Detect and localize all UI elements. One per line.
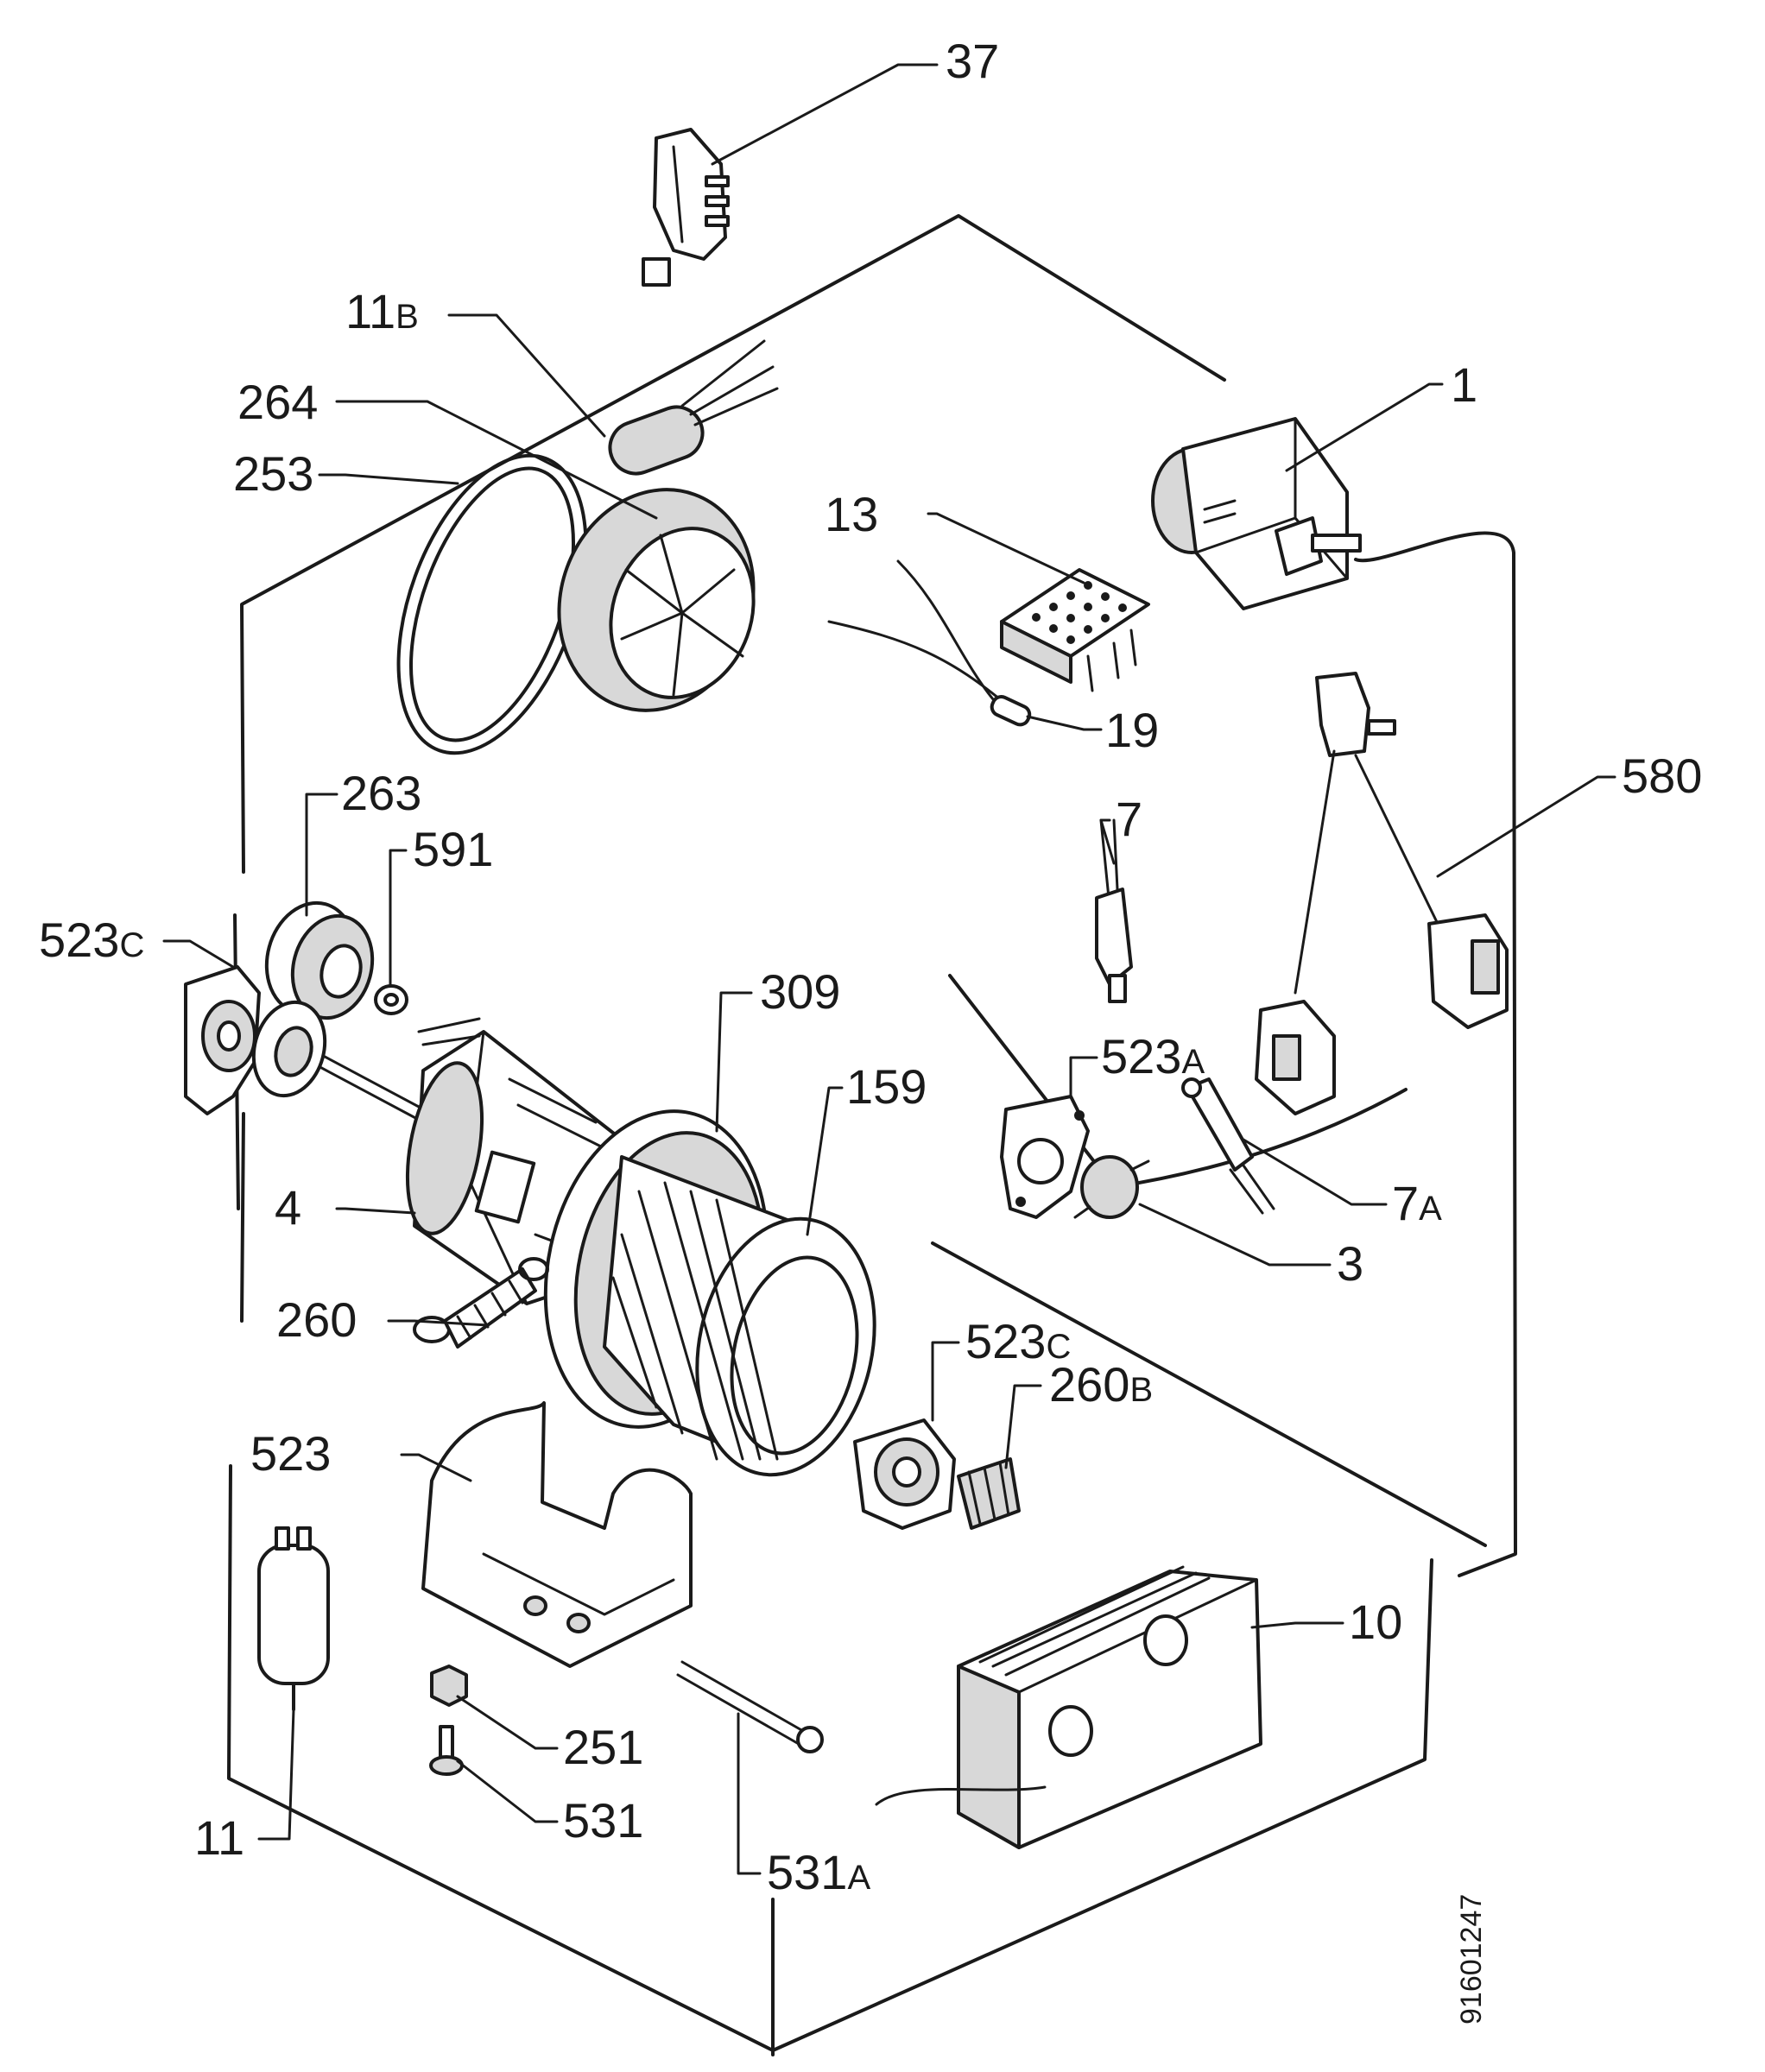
label-523c-left: 523C — [39, 913, 144, 967]
part-19-sensor — [827, 559, 1032, 727]
label-7a: 7A — [1392, 1176, 1442, 1230]
label-4: 4 — [275, 1180, 301, 1235]
part-7-probe — [1095, 818, 1133, 1003]
label-531: 531 — [563, 1793, 643, 1848]
label-263: 263 — [341, 766, 421, 820]
part-531-screw — [429, 1725, 464, 1776]
label-309: 309 — [760, 964, 840, 1019]
label-19: 19 — [1105, 703, 1159, 757]
label-531a: 531A — [767, 1845, 870, 1899]
label-1: 1 — [1451, 357, 1477, 412]
label-11b: 11B — [345, 284, 419, 338]
callout-labels: 37 11B 264 253 1 13 19 580 263 591 7 523… — [39, 34, 1702, 1899]
label-523: 523 — [250, 1426, 331, 1481]
label-13: 13 — [825, 487, 878, 541]
document-id: 91601247 — [1455, 1894, 1488, 2025]
part-591-washer — [374, 984, 408, 1015]
cabinet-outline — [227, 214, 1517, 2056]
part-264-fan-wheel — [557, 488, 756, 712]
part-523c-right-bracket — [853, 1418, 956, 1530]
part-523a-plate — [1000, 1095, 1090, 1219]
part-11-capacitor — [257, 1526, 330, 1711]
part-159-drum-fan — [603, 1155, 876, 1477]
label-253: 253 — [233, 446, 313, 501]
label-523c-right: 523C — [965, 1314, 1071, 1368]
part-10-heater — [875, 1565, 1262, 1849]
label-591: 591 — [413, 822, 493, 876]
leader-lines — [162, 63, 1616, 1875]
part-531a-bolt — [676, 1660, 824, 1753]
label-523a: 523A — [1101, 1029, 1205, 1083]
label-37: 37 — [946, 34, 999, 88]
part-260-spring — [413, 1257, 549, 1349]
part-523c-left-bracket — [184, 965, 261, 1115]
part-580-switch-assembly — [1255, 672, 1509, 1115]
label-580: 580 — [1622, 749, 1702, 803]
part-13-terminal-block — [1000, 568, 1150, 692]
part-7a-probe — [1181, 1077, 1275, 1215]
label-260b: 260B — [1049, 1357, 1153, 1412]
part-523-cradle — [421, 1401, 693, 1668]
part-260b-spring — [957, 1457, 1021, 1530]
part-11b-capacitor — [608, 339, 779, 476]
label-10: 10 — [1349, 1595, 1402, 1649]
label-260: 260 — [276, 1292, 357, 1347]
part-263-pulley — [264, 900, 375, 1020]
part-1-timer — [1151, 417, 1362, 610]
label-11: 11 — [194, 1810, 244, 1865]
part-37-connector — [642, 128, 730, 287]
label-159: 159 — [846, 1059, 927, 1114]
motor-shaft — [251, 1000, 433, 1128]
part-3-thermostat — [1073, 1155, 1150, 1219]
label-3: 3 — [1337, 1236, 1363, 1291]
label-264: 264 — [237, 375, 318, 429]
label-7: 7 — [1116, 792, 1142, 846]
label-251: 251 — [563, 1720, 643, 1774]
